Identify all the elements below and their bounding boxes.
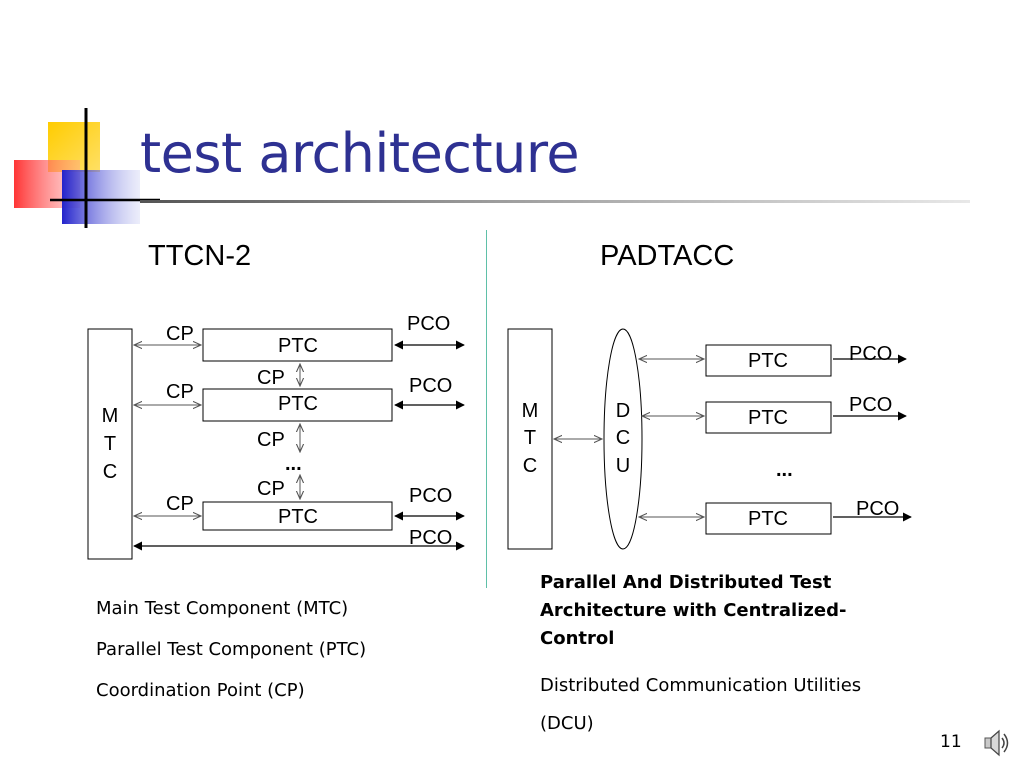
- cp-label: CP: [257, 478, 285, 500]
- mtc-box: [87, 328, 133, 560]
- ptc-label: PTC: [748, 350, 788, 372]
- page-number: 11: [940, 732, 962, 752]
- pco-label: PCO: [409, 527, 452, 549]
- slide-logo: [14, 108, 160, 228]
- ptc-label: PTC: [748, 407, 788, 429]
- cp-label: CP: [166, 323, 194, 345]
- ptc-label: PTC: [278, 335, 318, 357]
- ptc-label: PTC: [278, 506, 318, 528]
- padtacc-description: Parallel And Distributed Test Architectu…: [540, 572, 847, 649]
- ptc-label: PTC: [278, 393, 318, 415]
- pco-label: PCO: [407, 313, 450, 335]
- padtacc-heading: PADTACC: [600, 240, 735, 272]
- ptc-label: PTC: [748, 508, 788, 530]
- title-underline: [140, 200, 970, 203]
- ttcn2-heading: TTCN-2: [148, 240, 252, 272]
- ptc-box: [202, 328, 393, 362]
- ttcn2-diagram: M T C PTC CP PCO CP PTC CP PCO CP ... CP…: [87, 313, 465, 560]
- ptc-box: [705, 344, 832, 377]
- cp-label: CP: [257, 429, 285, 451]
- pco-label: PCO: [856, 498, 899, 520]
- speaker-icon[interactable]: [982, 727, 1012, 759]
- mtc-box: [507, 328, 553, 550]
- ptc-box: [202, 501, 393, 531]
- column-divider: [486, 230, 487, 588]
- dcu-letter-u: U: [616, 455, 630, 477]
- slide-title: test architecture: [140, 122, 580, 185]
- dcu-ellipse: [603, 328, 643, 550]
- cp-label: CP: [166, 493, 194, 515]
- pco-label: PCO: [409, 485, 452, 507]
- cp-label: CP: [166, 381, 194, 403]
- mtc-letter-c: C: [523, 455, 537, 477]
- mtc-letter-t: T: [104, 433, 116, 455]
- ellipsis: ...: [776, 459, 793, 481]
- ptc-definition: Parallel Test Component (PTC): [96, 639, 367, 660]
- cp-definition: Coordination Point (CP): [96, 680, 305, 701]
- mtc-letter-c: C: [103, 461, 117, 483]
- pco-label: PCO: [409, 375, 452, 397]
- pco-label: PCO: [849, 343, 892, 365]
- padtacc-diagram: M T C D C U PTC PCO PTC PCO ... PTC PCO: [507, 328, 912, 550]
- ptc-box: [705, 401, 832, 434]
- dcu-definition-line1: Distributed Communication Utilities: [540, 675, 862, 696]
- ptc-box: [202, 388, 393, 422]
- pco-label: PCO: [849, 394, 892, 416]
- mtc-definition: Main Test Component (MTC): [96, 598, 349, 619]
- cp-label: CP: [257, 367, 285, 389]
- dcu-definition-line2: (DCU): [540, 713, 594, 734]
- mtc-letter-m: M: [102, 405, 119, 427]
- ellipsis: ...: [285, 453, 302, 475]
- mtc-letter-m: M: [522, 400, 539, 422]
- dcu-letter-c: C: [616, 427, 630, 449]
- ptc-box: [705, 502, 832, 535]
- dcu-letter-d: D: [616, 400, 630, 422]
- mtc-letter-t: T: [524, 427, 536, 449]
